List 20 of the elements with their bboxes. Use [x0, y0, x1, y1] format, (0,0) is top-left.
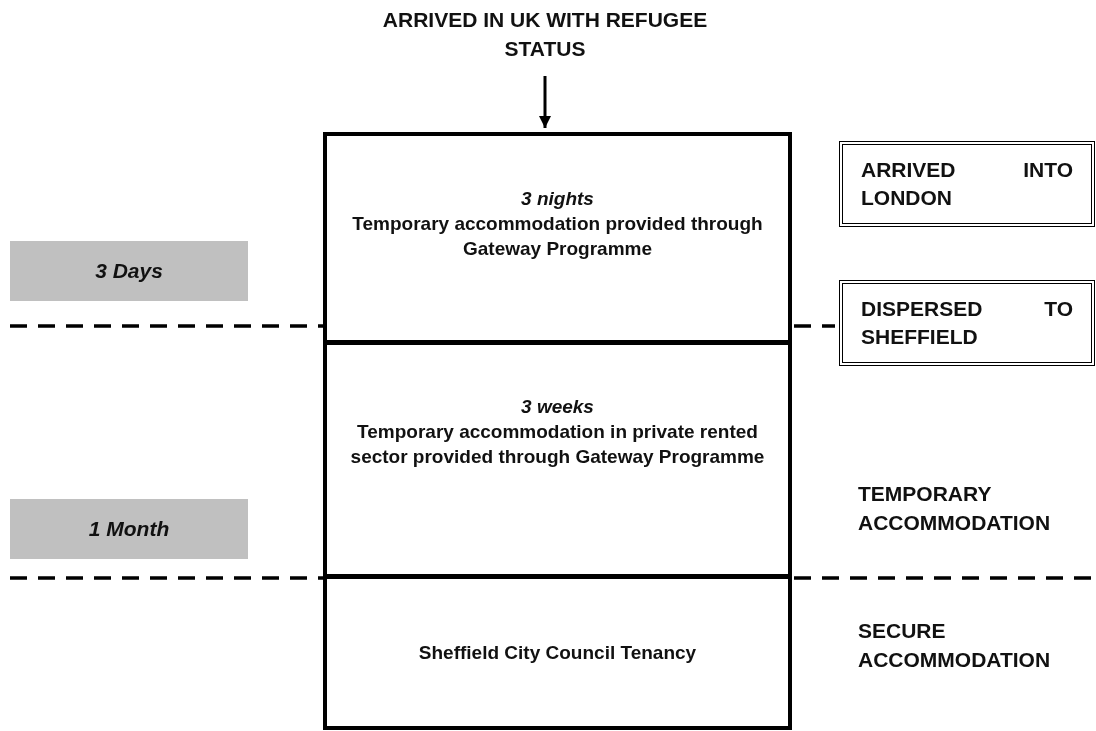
stage-text: Temporary accommodation in private rented sector provided through Gateway Programme — [349, 420, 766, 469]
duration-box — [10, 499, 248, 559]
stage-text: ARRIVED INTO LONDON — [861, 157, 1073, 211]
stage-text: 1 Month — [88, 516, 170, 542]
stage-text: Temporary accommodation provided through Gateway Programme — [351, 212, 764, 261]
stage-box — [323, 575, 792, 730]
category-label: TEMPORARY ACCOMMODATION — [858, 481, 1052, 536]
duration-text: 3 weeks — [520, 395, 595, 419]
location-box — [839, 280, 1095, 366]
stage-text: ARRIVED IN UK WITH REFUGEE STATUS — [381, 7, 709, 62]
stage-text: DISPERSED TO SHEFFIELD — [861, 296, 1073, 350]
stage-box — [323, 132, 792, 344]
stage-text: 3 Days — [95, 258, 163, 284]
duration-box — [10, 241, 248, 301]
duration-text: 3 nights — [520, 187, 595, 211]
stage-box — [323, 341, 792, 578]
stage-text: Sheffield City Council Tenancy — [417, 641, 698, 665]
location-box — [839, 141, 1095, 227]
arrow — [539, 76, 551, 128]
category-label: SECURE ACCOMMODATION — [858, 618, 1052, 673]
